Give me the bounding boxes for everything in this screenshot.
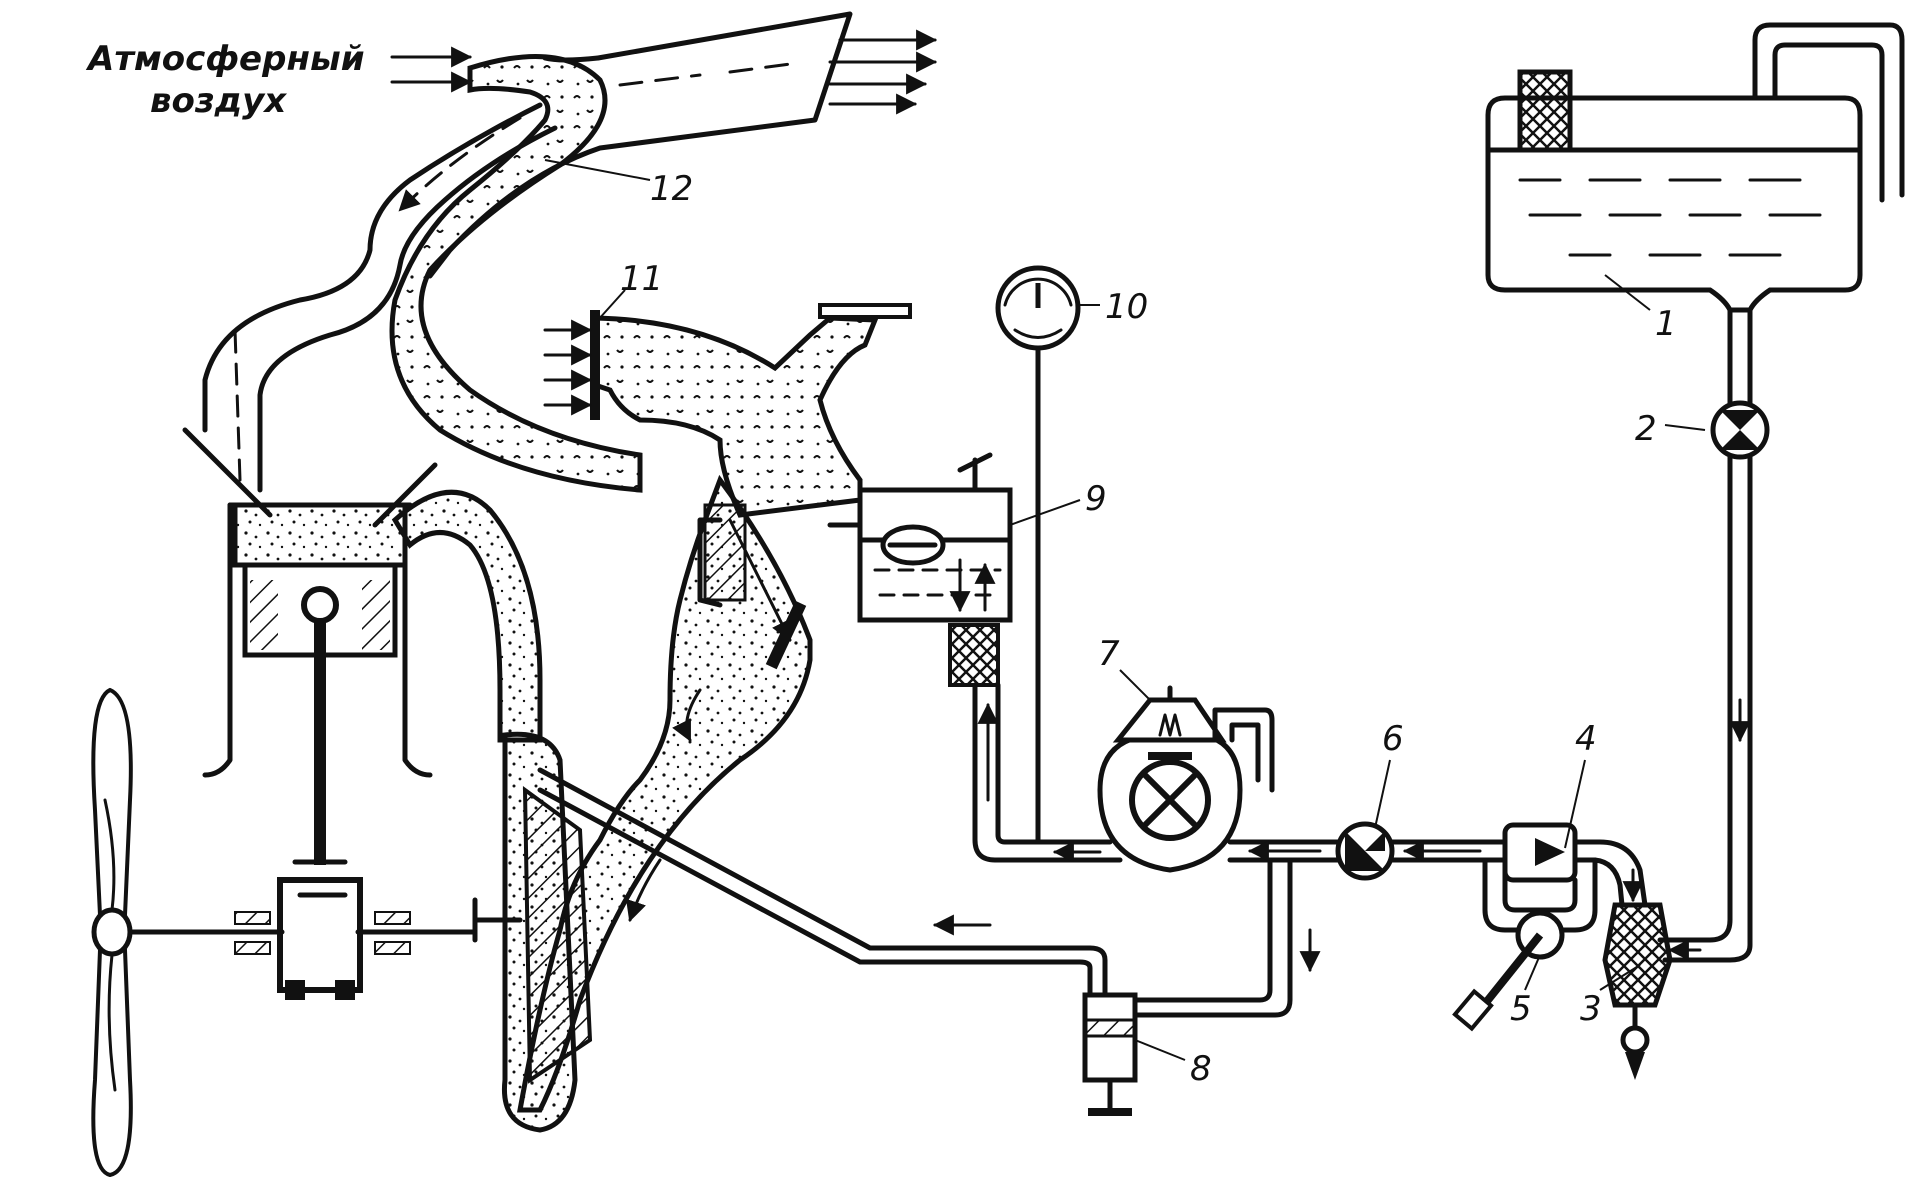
supercharger-impeller	[472, 731, 593, 1133]
carburetor	[827, 452, 1013, 687]
cylinder	[182, 427, 438, 778]
label-9: 9	[1085, 479, 1107, 519]
pipe-4-to-3	[1572, 839, 1648, 908]
fuel-lines	[537, 682, 1508, 1018]
air-inlet-arrows	[390, 29, 938, 115]
exhaust-duct	[427, 11, 853, 279]
intake-manifold	[590, 303, 912, 518]
check-valve-4	[1482, 822, 1598, 933]
label-10: 10	[1105, 287, 1148, 327]
valve-6	[1335, 821, 1395, 881]
label-4: 4	[1575, 719, 1597, 759]
cylinder-8	[1082, 992, 1138, 1116]
crankcase	[234, 859, 411, 1000]
label-12: 12	[650, 169, 693, 209]
atmospheric-air-caption: Атмосферный воздух	[85, 39, 365, 121]
label-3: 3	[1580, 989, 1602, 1029]
label-6: 6	[1382, 719, 1404, 759]
caption-line-1: Атмосферный	[85, 39, 365, 79]
air-pipe-left	[202, 102, 558, 493]
fuel-tank	[1485, 22, 1905, 313]
supercharger-to-cylinder-pipe	[391, 489, 543, 743]
label-1: 1	[1655, 304, 1677, 344]
pressure-gauge	[995, 265, 1081, 843]
label-8: 8	[1190, 1049, 1212, 1089]
leader-lines	[544, 159, 1706, 1061]
label-7: 7	[1098, 634, 1120, 674]
valve-2	[1710, 400, 1770, 460]
intercooler-arrows	[543, 319, 593, 416]
tank-feed-line	[1657, 307, 1753, 963]
propeller	[91, 687, 133, 1178]
label-5: 5	[1510, 989, 1532, 1029]
label-11: 11	[620, 259, 663, 299]
caption-line-2: воздух	[150, 81, 287, 121]
callouts: 1 2 3 4 5 6 7 8 9 10 11 12	[620, 169, 1677, 1089]
piston	[242, 562, 398, 865]
fuel-filter-3	[1602, 902, 1673, 1080]
label-2: 2	[1635, 409, 1657, 449]
fuel-pump	[1097, 685, 1275, 873]
